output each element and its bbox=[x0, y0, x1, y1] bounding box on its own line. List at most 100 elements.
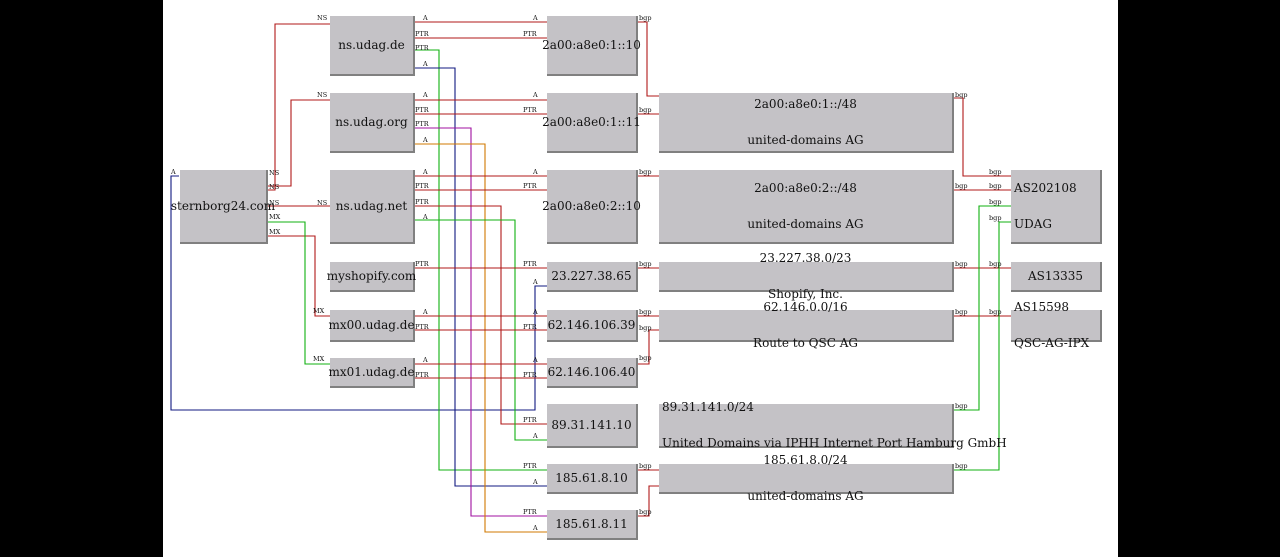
node-prefix-23-227-38[interactable]: 23.227.38.0/23 Shopify, Inc. bbox=[659, 252, 954, 300]
edge-label-ns: NS bbox=[269, 199, 279, 207]
node-mx00[interactable]: mx00.udag.de bbox=[328, 310, 415, 342]
prefix-label: 23.227.38.0/23 bbox=[759, 251, 852, 265]
prefix-owner: United Domains via IPHH Internet Port Ha… bbox=[662, 436, 1007, 450]
edge-label-bgp: bgp bbox=[639, 168, 651, 176]
node-label: myshopify.com bbox=[326, 269, 417, 283]
edge-label-bgp: bgp bbox=[639, 354, 651, 362]
edge-label-bgp: bgp bbox=[989, 214, 1001, 222]
edge-a-org-185-11 bbox=[414, 143, 548, 533]
edge-label-ptr: PTR bbox=[415, 371, 430, 379]
edge-label-a: A bbox=[532, 14, 538, 22]
prefix-label: 89.31.141.0/24 bbox=[662, 400, 754, 414]
node-as-15598[interactable]: AS15598 QSC-AG-IPX bbox=[1011, 301, 1102, 349]
as-number: AS15598 bbox=[1014, 300, 1070, 314]
edge-label-ptr: PTR bbox=[523, 260, 538, 268]
node-prefix-185-61-8[interactable]: 185.61.8.0/24 united-domains AG bbox=[659, 454, 954, 502]
node-as-202108[interactable]: AS202108 UDAG bbox=[1011, 170, 1102, 244]
edge-label-bgp: bgp bbox=[639, 106, 651, 114]
edge-label-ptr: PTR bbox=[415, 44, 430, 52]
node-ns-udag-de[interactable]: ns.udag.de bbox=[330, 16, 415, 76]
node-ip-185-61-8-11[interactable]: 185.61.8.11 bbox=[547, 510, 638, 540]
edge-label-ptr: PTR bbox=[523, 30, 538, 38]
edge-label-bgp: bgp bbox=[955, 308, 967, 316]
edge-label-bgp: bgp bbox=[989, 260, 1001, 268]
node-as-13335[interactable]: AS13335 bbox=[1011, 262, 1102, 292]
edge-layer: NSNSNSNSNSNSMXMXMXMXAAPTRPTRAAPTRAPTRPTR… bbox=[170, 14, 1011, 533]
node-label: 62.146.106.40 bbox=[547, 365, 636, 379]
prefix-label: 2a00:a8e0:1::/48 bbox=[754, 97, 857, 111]
node-sternborg24[interactable]: sternborg24.com bbox=[171, 170, 275, 244]
node-ip-62-146-106-40[interactable]: 62.146.106.40 bbox=[547, 358, 638, 388]
edge-label-ns: NS bbox=[269, 183, 279, 191]
node-ip-23-227-38-65[interactable]: 23.227.38.65 bbox=[547, 262, 638, 292]
edge-label-a: A bbox=[532, 91, 538, 99]
edge-label-a: A bbox=[422, 308, 428, 316]
prefix-label: 2a00:a8e0:2::/48 bbox=[754, 181, 857, 195]
as-name: UDAG bbox=[1014, 217, 1052, 231]
edge-label-bgp: bgp bbox=[639, 462, 651, 470]
edge-label-ptr: PTR bbox=[415, 30, 430, 38]
edge-mx00 bbox=[267, 235, 331, 317]
edge-ptr-net-89 bbox=[414, 205, 548, 425]
edge-label-bgp: bgp bbox=[989, 198, 1001, 206]
node-ip-62-146-106-39[interactable]: 62.146.106.39 bbox=[547, 310, 638, 342]
node-mx01[interactable]: mx01.udag.de bbox=[328, 358, 415, 388]
edge-bgp-pfx1-as bbox=[953, 97, 1011, 177]
node-myshopify[interactable]: myshopify.com bbox=[326, 262, 417, 292]
edge-label-ptr: PTR bbox=[523, 323, 538, 331]
edge-label-mx: MX bbox=[269, 228, 281, 236]
edge-label-a: A bbox=[422, 356, 428, 364]
edge-label-bgp: bgp bbox=[955, 462, 967, 470]
node-ns-udag-net[interactable]: ns.udag.net bbox=[330, 170, 415, 244]
edge-label-bgp: bgp bbox=[989, 182, 1001, 190]
node-label: 62.146.106.39 bbox=[547, 318, 636, 332]
edge-label-a: A bbox=[422, 168, 428, 176]
edge-label-bgp: bgp bbox=[955, 402, 967, 410]
node-ip-185-61-8-10[interactable]: 185.61.8.10 bbox=[547, 464, 638, 494]
edge-ptr-org-185-11 bbox=[414, 127, 548, 517]
node-prefix-2a00-a8e0-1[interactable]: 2a00:a8e0:1::/48 united-domains AG bbox=[659, 93, 954, 153]
edge-label-ns: NS bbox=[317, 91, 327, 99]
edge-label-a: A bbox=[170, 168, 176, 176]
edge-label-ptr: PTR bbox=[415, 260, 430, 268]
edge-label-layer: NSNSNSNSNSNSMXMXMXMXAAPTRPTRAAPTRAPTRPTR… bbox=[170, 14, 1001, 532]
edge-label-ns: NS bbox=[317, 199, 327, 207]
edge-label-bgp: bgp bbox=[639, 260, 651, 268]
prefix-owner: united-domains AG bbox=[747, 489, 864, 503]
edge-label-ptr: PTR bbox=[415, 120, 430, 128]
node-label: mx00.udag.de bbox=[328, 318, 415, 332]
edge-label-mx: MX bbox=[313, 307, 325, 315]
node-label: sternborg24.com bbox=[170, 199, 276, 213]
node-label: 2a00:a8e0:1::10 bbox=[542, 38, 641, 52]
edge-label-ptr: PTR bbox=[415, 323, 430, 331]
edge-label-a: A bbox=[532, 308, 538, 316]
edge-a-sternborg bbox=[170, 175, 548, 411]
node-label: ns.udag.net bbox=[335, 199, 408, 213]
node-label: 185.61.8.10 bbox=[555, 471, 628, 485]
node-prefix-2a00-a8e0-2[interactable]: 2a00:a8e0:2::/48 united-domains AG bbox=[659, 170, 954, 244]
node-prefix-89-31-141[interactable]: 89.31.141.0/24 United Domains via IPHH I… bbox=[659, 401, 1007, 449]
node-ip-89-31-141-10[interactable]: 89.31.141.10 bbox=[547, 404, 638, 448]
node-label: 23.227.38.65 bbox=[551, 269, 632, 283]
as-name: QSC-AG-IPX bbox=[1014, 336, 1090, 350]
edge-label-ptr: PTR bbox=[523, 182, 538, 190]
edge-label-a: A bbox=[532, 278, 538, 286]
node-ns-udag-org[interactable]: ns.udag.org bbox=[330, 93, 415, 153]
node-label: ns.udag.org bbox=[335, 115, 408, 129]
node-prefix-62-146[interactable]: 62.146.0.0/16 Route to QSC AG bbox=[659, 301, 954, 349]
node-label: 185.61.8.11 bbox=[555, 517, 628, 531]
edge-label-ptr: PTR bbox=[415, 182, 430, 190]
edge-label-ptr: PTR bbox=[415, 106, 430, 114]
node-ip-2a00-a8e0-1-11[interactable]: 2a00:a8e0:1::11 bbox=[542, 93, 641, 153]
edge-label-bgp: bgp bbox=[639, 324, 651, 332]
node-label: 2a00:a8e0:2::10 bbox=[542, 199, 641, 213]
edge-label-ptr: PTR bbox=[415, 198, 430, 206]
node-ip-2a00-a8e0-1-10[interactable]: 2a00:a8e0:1::10 bbox=[542, 16, 641, 76]
edge-ns-udag-de bbox=[267, 23, 331, 191]
edge-label-a: A bbox=[422, 14, 428, 22]
node-ip-2a00-a8e0-2-10[interactable]: 2a00:a8e0:2::10 bbox=[542, 170, 641, 244]
edge-label-a: A bbox=[532, 356, 538, 364]
edge-label-ptr: PTR bbox=[523, 462, 538, 470]
edge-label-ns: NS bbox=[317, 14, 327, 22]
edge-label-a: A bbox=[532, 168, 538, 176]
